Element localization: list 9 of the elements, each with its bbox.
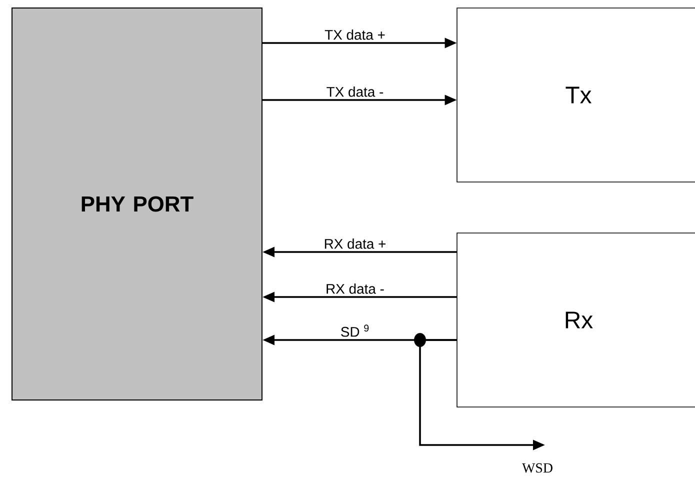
edge-label: RX data - <box>326 284 384 294</box>
signal-label: WSD <box>522 463 552 473</box>
edge-label: TX data + <box>324 30 385 40</box>
unit-box: Tx <box>456 8 695 182</box>
edge-label: TX data - <box>326 86 384 97</box>
edge-label: SD $^{9}$ <box>341 324 369 337</box>
port-box: PHY PORT <box>12 8 262 400</box>
edge-label: RX data + <box>324 238 386 249</box>
unit-box: Rx <box>456 232 695 408</box>
